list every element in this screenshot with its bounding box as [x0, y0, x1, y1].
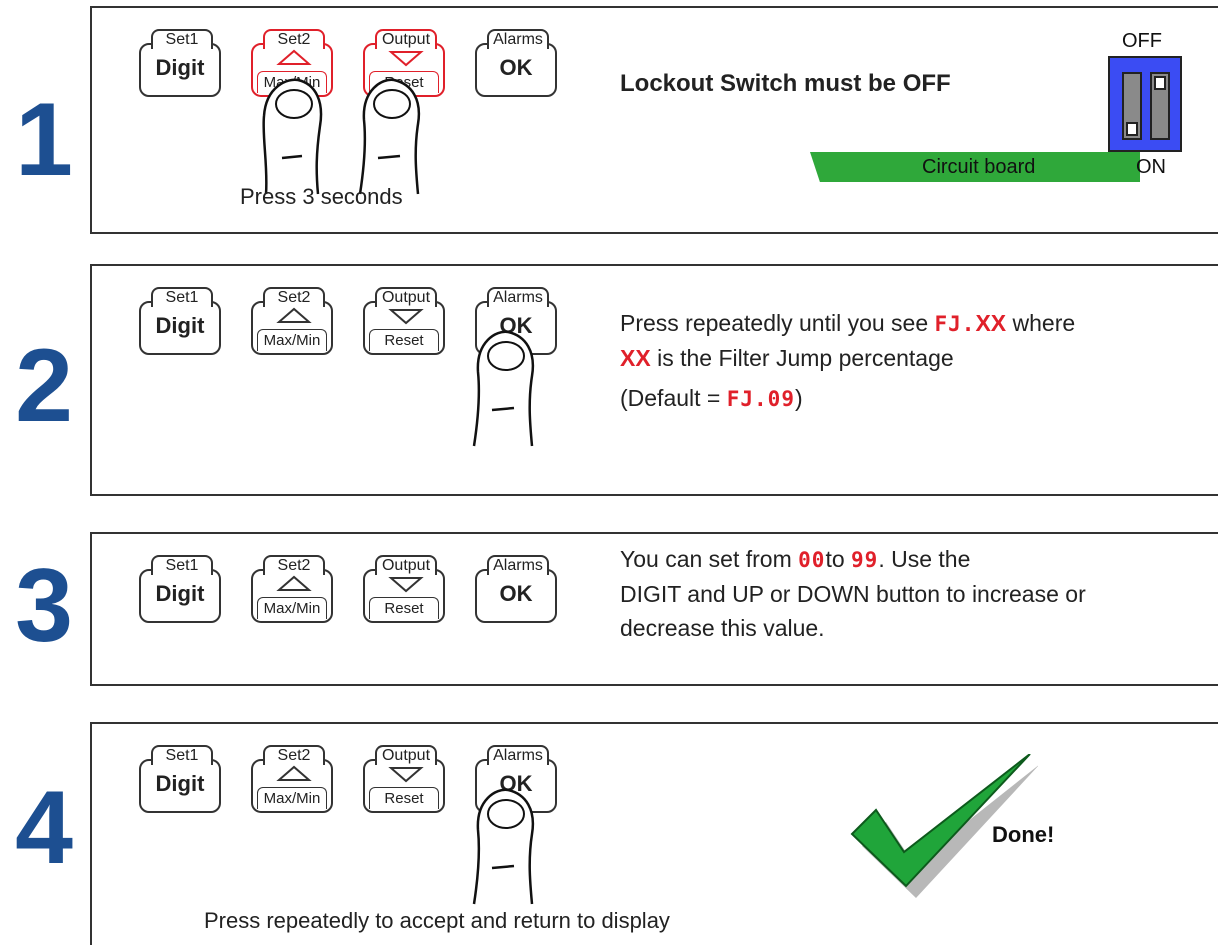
instruction-text: where: [1006, 310, 1076, 336]
up-arrow-icon: [276, 765, 312, 781]
keypad: Set1 Digit Set2 Max/Min Output Reset Ala…: [139, 743, 559, 815]
step-2-panel: Set1 Digit Set2 Max/Min Output Reset Ala…: [90, 264, 1218, 496]
step-3-instructions: You can set from 00to 99. Use the DIGIT …: [620, 542, 1218, 645]
dip-knob: [1154, 76, 1166, 90]
up-key[interactable]: Set2 Max/Min: [251, 287, 333, 355]
up-arrow-icon: [276, 307, 312, 323]
key-tab-label: Output: [375, 555, 437, 575]
step-4-caption: Press repeatedly to accept and return to…: [204, 908, 670, 933]
digit-key[interactable]: Set1 Digit: [139, 555, 221, 623]
step-number-1: 1: [15, 82, 73, 198]
instruction-text: (Default =: [620, 385, 727, 411]
down-arrow-icon: [388, 51, 424, 67]
done-label: Done!: [992, 822, 1055, 847]
key-tab-label: Set1: [151, 555, 213, 575]
key-sub-label: Reset: [369, 787, 439, 809]
key-main-label: OK: [499, 55, 533, 80]
key-tab-label: Output: [375, 287, 437, 307]
down-key[interactable]: Output Reset: [363, 745, 445, 813]
key-main-label: OK: [499, 581, 533, 606]
step-number-3: 3: [15, 548, 73, 664]
dip-knob: [1126, 122, 1138, 136]
display-code: XX: [975, 310, 1007, 336]
key-tab-label: Set2: [263, 745, 325, 765]
keypad: Set1 Digit Set2 Max/Min Output Reset Ala…: [139, 285, 559, 357]
up-key[interactable]: Set2 Max/Min: [251, 555, 333, 623]
down-key[interactable]: Output Reset: [363, 555, 445, 623]
down-arrow-icon: [388, 767, 424, 783]
key-tab-label: Set1: [151, 745, 213, 765]
key-sub-label: Max/Min: [257, 787, 327, 809]
step-number-2: 2: [15, 328, 73, 444]
key-sub-label: Max/Min: [257, 329, 327, 351]
key-sub-label: Max/Min: [257, 597, 327, 619]
ok-key[interactable]: Alarms OK: [475, 29, 557, 97]
dip-switch-icon[interactable]: [1108, 56, 1182, 152]
down-key[interactable]: Output Reset: [363, 287, 445, 355]
instruction-line: Press repeatedly until you see FJ.XX whe…: [620, 306, 1210, 341]
instruction-text: . Use the: [878, 546, 971, 572]
finger-press-icon: [472, 330, 535, 447]
instruction-text: ): [794, 385, 803, 411]
up-arrow-icon: [276, 49, 312, 65]
display-code: 00: [798, 548, 826, 572]
key-main-label: Digit: [155, 55, 205, 80]
step-1-caption: Press 3 seconds: [240, 184, 403, 209]
digit-key[interactable]: Set1 Digit: [139, 745, 221, 813]
down-arrow-icon: [388, 309, 424, 325]
instruction-line: (Default = FJ.09): [620, 381, 1210, 416]
finger-press-icon: [472, 788, 535, 905]
key-tab-label: Alarms: [487, 29, 549, 49]
ok-key[interactable]: Alarms OK: [475, 555, 557, 623]
step-1-panel: Set1 Digit Set2 Max/Min Output Reset Ala…: [90, 6, 1218, 234]
instruction-line: XX is the Filter Jump percentage: [620, 341, 1210, 375]
up-key[interactable]: Set2 Max/Min: [251, 745, 333, 813]
key-tab-label: Alarms: [487, 287, 549, 307]
key-tab-label: Set2: [263, 555, 325, 575]
key-tab-label: Set1: [151, 287, 213, 307]
instruction-line: DIGIT and UP or DOWN button to increase …: [620, 581, 1086, 607]
step-3-panel: Set1 Digit Set2 Max/Min Output Reset Ala…: [90, 532, 1218, 686]
instruction-text: Press repeatedly until you see: [620, 310, 935, 336]
display-code: FJ.: [934, 312, 976, 336]
digit-key[interactable]: Set1 Digit: [139, 29, 221, 97]
digit-key[interactable]: Set1 Digit: [139, 287, 221, 355]
instruction-line: decrease this value.: [620, 615, 825, 641]
up-arrow-icon: [276, 575, 312, 591]
key-tab-label: Output: [375, 29, 437, 49]
key-tab-label: Output: [375, 745, 437, 765]
switch-off-label: OFF: [1122, 30, 1162, 52]
key-tab-label: Alarms: [487, 745, 549, 765]
switch-on-label: ON: [1136, 156, 1166, 178]
key-tab-label: Alarms: [487, 555, 549, 575]
check-mark-icon: [850, 754, 1038, 898]
keypad: Set1 Digit Set2 Max/Min Output Reset Ala…: [139, 27, 559, 99]
lockout-title: Lockout Switch must be OFF: [620, 70, 951, 97]
key-sub-label: Reset: [369, 329, 439, 351]
finger-press-icon: [358, 78, 421, 195]
keypad: Set1 Digit Set2 Max/Min Output Reset Ala…: [139, 553, 559, 625]
down-arrow-icon: [388, 577, 424, 593]
board-label: Circuit board: [922, 156, 1036, 178]
instruction-text: You can set from: [620, 546, 799, 572]
instruction-line: You can set from 00to 99. Use the: [620, 542, 1218, 577]
instruction-text: to: [825, 546, 852, 572]
display-code: FJ.09: [726, 387, 795, 411]
step-4-panel: Set1 Digit Set2 Max/Min Output Reset Ala…: [90, 722, 1218, 945]
display-code: 99: [851, 548, 879, 572]
display-code: XX: [620, 345, 651, 371]
key-tab-label: Set2: [263, 29, 325, 49]
step-2-instructions: Press repeatedly until you see FJ.XX whe…: [620, 306, 1210, 416]
key-main-label: Digit: [155, 313, 205, 338]
circuit-board: [810, 152, 1140, 182]
finger-press-icon: [262, 78, 323, 195]
key-main-label: Digit: [155, 581, 205, 606]
key-tab-label: Set1: [151, 29, 213, 49]
key-main-label: Digit: [155, 771, 205, 796]
step-number-4: 4: [15, 770, 73, 886]
key-tab-label: Set2: [263, 287, 325, 307]
key-sub-label: Reset: [369, 597, 439, 619]
instruction-text: is the Filter Jump percentage: [650, 345, 954, 371]
